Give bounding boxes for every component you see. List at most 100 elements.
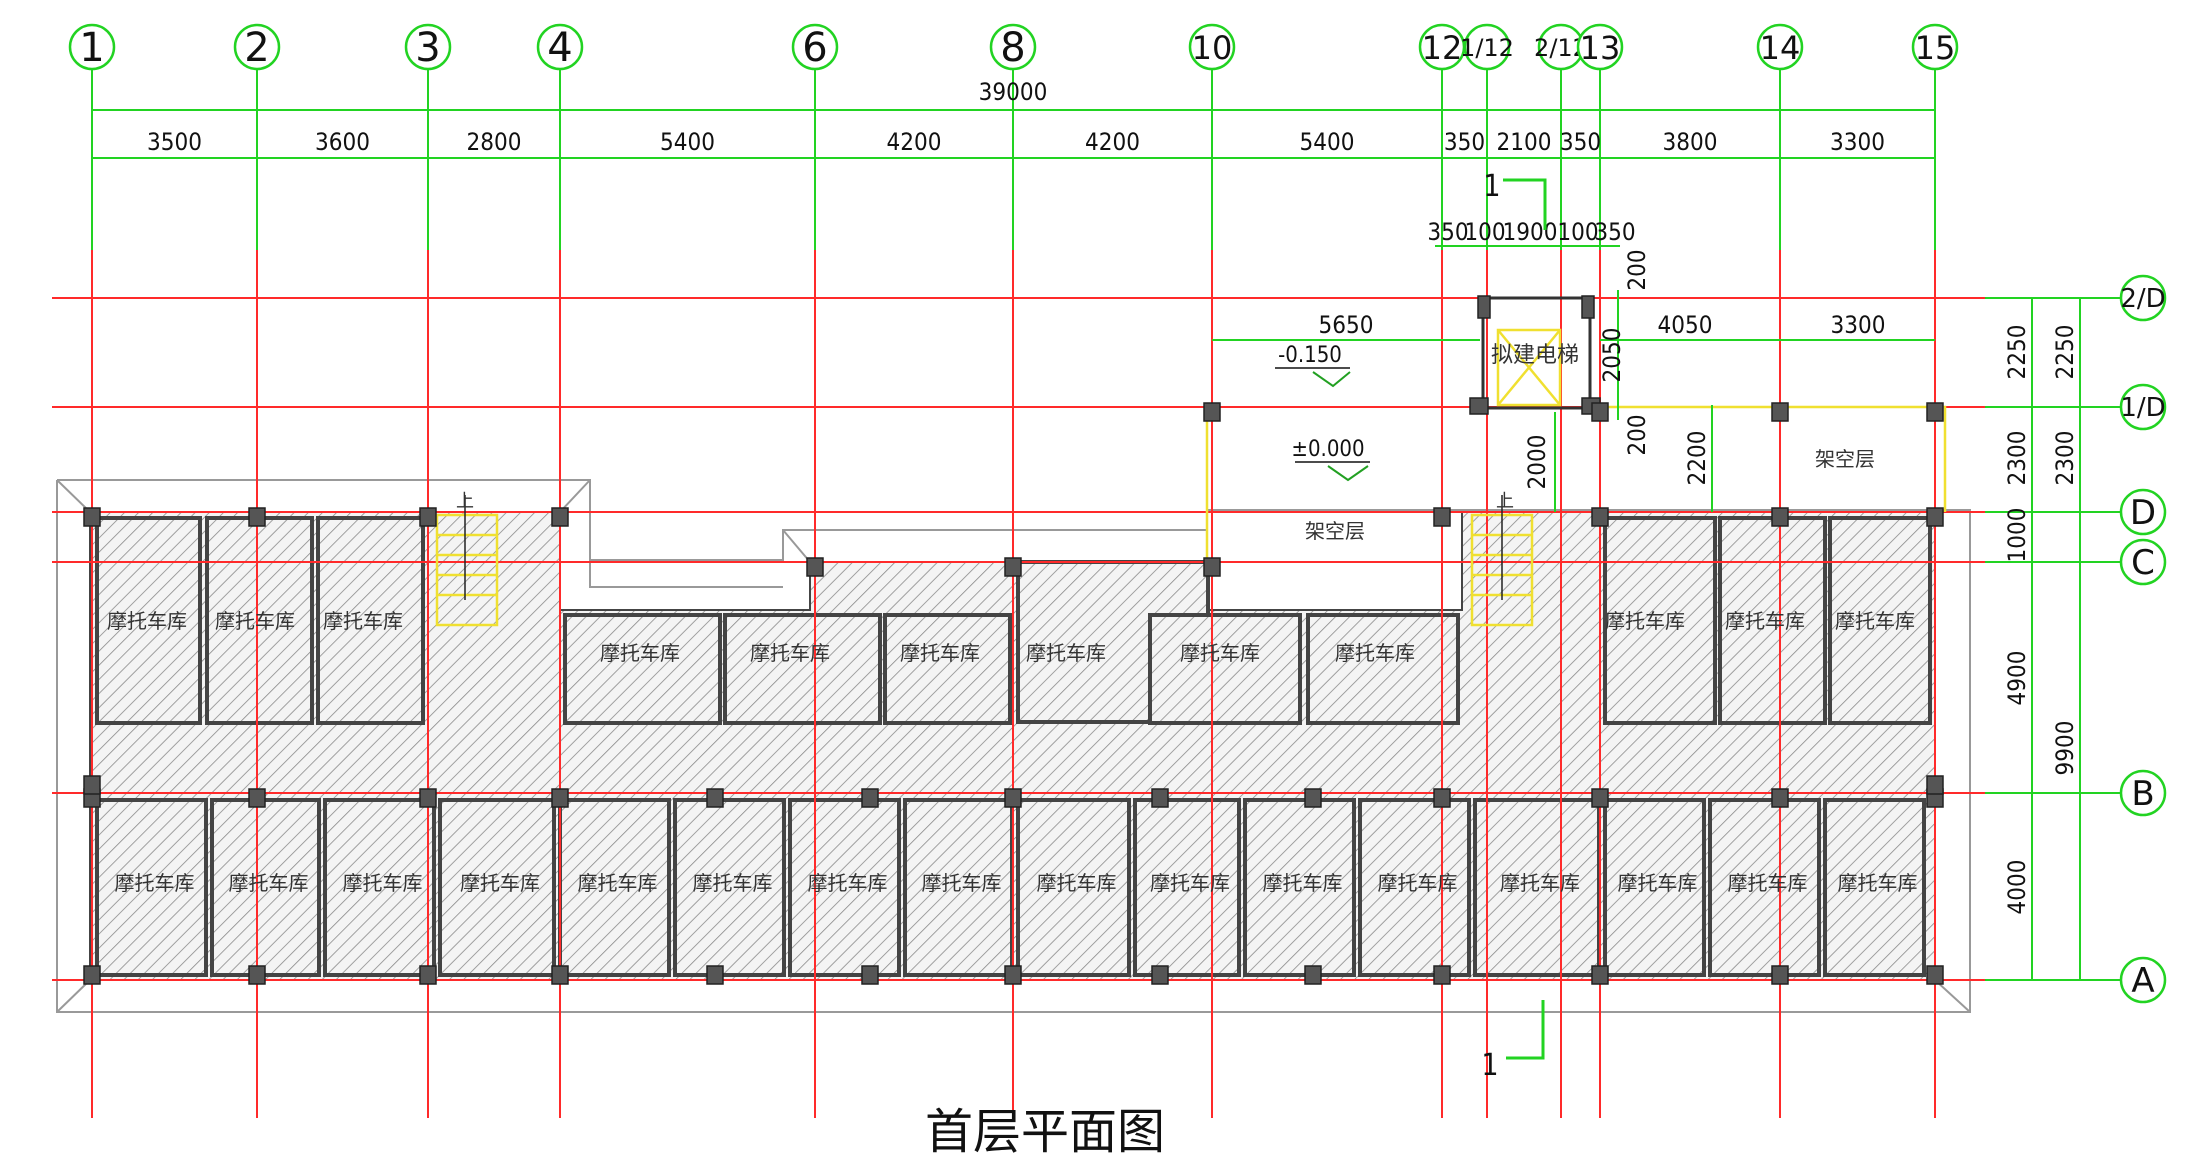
column	[706, 788, 724, 808]
column	[1433, 965, 1451, 985]
axis-bubble-D: D	[2119, 488, 2167, 536]
dim-top-10: 3800	[1663, 128, 1718, 156]
dim-top-7: 350	[1444, 128, 1485, 156]
garage-room	[563, 613, 722, 725]
svg-text:1: 1	[79, 25, 104, 71]
garage-room	[1358, 798, 1471, 977]
column	[806, 557, 824, 577]
garage-label: 摩托车库	[107, 609, 187, 633]
column	[1304, 788, 1322, 808]
column	[1004, 965, 1022, 985]
garage-room	[1133, 798, 1241, 977]
structural-columns	[83, 402, 1944, 985]
svg-text:2: 2	[244, 25, 269, 71]
svg-text:1/D: 1/D	[2120, 393, 2165, 423]
garage-label: 摩托车库	[323, 609, 403, 633]
garage-label: 摩托车库	[600, 641, 680, 665]
level-marks: -0.150 ±0.000	[1275, 343, 1370, 482]
section-mark-top: 1	[1483, 169, 1500, 204]
axis-bubble-2/D: 2/D	[2119, 274, 2167, 322]
dim-top-8: 2100	[1497, 128, 1552, 156]
dim-mid-v-0: 2000	[1523, 435, 1551, 490]
garage-label: 摩托车库	[1263, 871, 1343, 895]
garage-label: 摩托车库	[1037, 871, 1117, 895]
column	[551, 965, 569, 985]
garage-room	[316, 516, 425, 725]
garage-label: 摩托车库	[693, 871, 773, 895]
column	[1433, 788, 1451, 808]
axis-bubble-A: A	[2119, 956, 2167, 1004]
axis-bubble-2: 2	[233, 23, 281, 71]
level-mark-minus: -0.150	[1278, 343, 1342, 368]
column	[1433, 507, 1451, 527]
dim-top-4: 4200	[887, 128, 942, 156]
column	[1926, 402, 1944, 422]
svg-text:D: D	[2130, 493, 2156, 533]
svg-text:C: C	[2131, 543, 2155, 583]
section-marks: 1 1	[1481, 169, 1547, 1083]
column	[1926, 507, 1944, 527]
garage-label: 摩托车库	[1838, 871, 1918, 895]
garage-label: 摩托车库	[460, 871, 540, 895]
column	[551, 788, 569, 808]
column	[1004, 557, 1022, 577]
column	[1771, 507, 1789, 527]
garage-room	[788, 798, 901, 977]
column	[1591, 507, 1609, 527]
dim-right-outer-2: 9900	[2051, 721, 2079, 776]
svg-text:1/12: 1/12	[1460, 34, 1514, 62]
column	[419, 965, 437, 985]
axis-bubble-10: 10	[1188, 23, 1236, 71]
stair-up-label: 上	[456, 491, 474, 512]
column	[1591, 965, 1609, 985]
stair-left	[435, 495, 499, 627]
garage-room	[1473, 798, 1601, 977]
column	[1926, 775, 1944, 795]
dim-mid-2: 3300	[1831, 311, 1886, 339]
axis-bubble-12: 12	[1418, 23, 1466, 71]
column	[248, 788, 266, 808]
axis-bubble-1/12: 1/12	[1460, 23, 1514, 71]
dim-elev-1: 100	[1464, 218, 1505, 246]
svg-text:15: 15	[1915, 29, 1956, 67]
garage-label: 摩托车库	[900, 641, 980, 665]
dim-elev-v-0: 200	[1623, 249, 1651, 290]
garage-room	[1718, 516, 1827, 725]
level-mark-zero: ±0.000	[1291, 437, 1364, 462]
garage-room	[558, 798, 671, 977]
dim-right-inner-0: 2250	[2003, 325, 2031, 380]
garage-label: 摩托车库	[115, 871, 195, 895]
column	[1151, 965, 1169, 985]
dim-mid-1: 4050	[1658, 311, 1713, 339]
room-labels: 摩托车库摩托车库摩托车库摩托车库摩托车库摩托车库摩托车库摩托车库摩托车库摩托车库…	[107, 343, 1918, 895]
elevator-label: 拟建电梯	[1491, 343, 1579, 368]
garage-label: 摩托车库	[1618, 871, 1698, 895]
dim-right-inner-1: 2300	[2003, 431, 2031, 486]
dim-elev-v-1: 2050	[1598, 328, 1626, 383]
column	[1203, 402, 1221, 422]
column	[1771, 965, 1789, 985]
garage-room	[205, 516, 314, 725]
svg-text:3: 3	[415, 25, 440, 71]
svg-text:12: 12	[1422, 29, 1463, 67]
drawing-title: 首层平面图	[925, 1104, 1165, 1160]
garage-label: 摩托车库	[1150, 871, 1230, 895]
column	[861, 965, 879, 985]
dim-top-11: 3300	[1830, 128, 1885, 156]
garage-label: 摩托车库	[1605, 609, 1685, 633]
garage-room	[1016, 798, 1131, 977]
svg-text:14: 14	[1760, 29, 1801, 67]
garage-label: 摩托车库	[229, 871, 309, 895]
svg-text:A: A	[2131, 961, 2154, 1001]
garage-room	[883, 613, 1012, 725]
garage-label: 摩托车库	[922, 871, 1002, 895]
garage-room	[95, 798, 208, 977]
column	[1591, 788, 1609, 808]
garage-rooms	[95, 516, 1932, 977]
dim-top-5: 4200	[1085, 128, 1140, 156]
dim-top-0: 3500	[147, 128, 202, 156]
open-floor-area	[1205, 328, 1947, 562]
elevator-shaft	[1469, 295, 1601, 415]
garage-label: 摩托车库	[1835, 609, 1915, 633]
